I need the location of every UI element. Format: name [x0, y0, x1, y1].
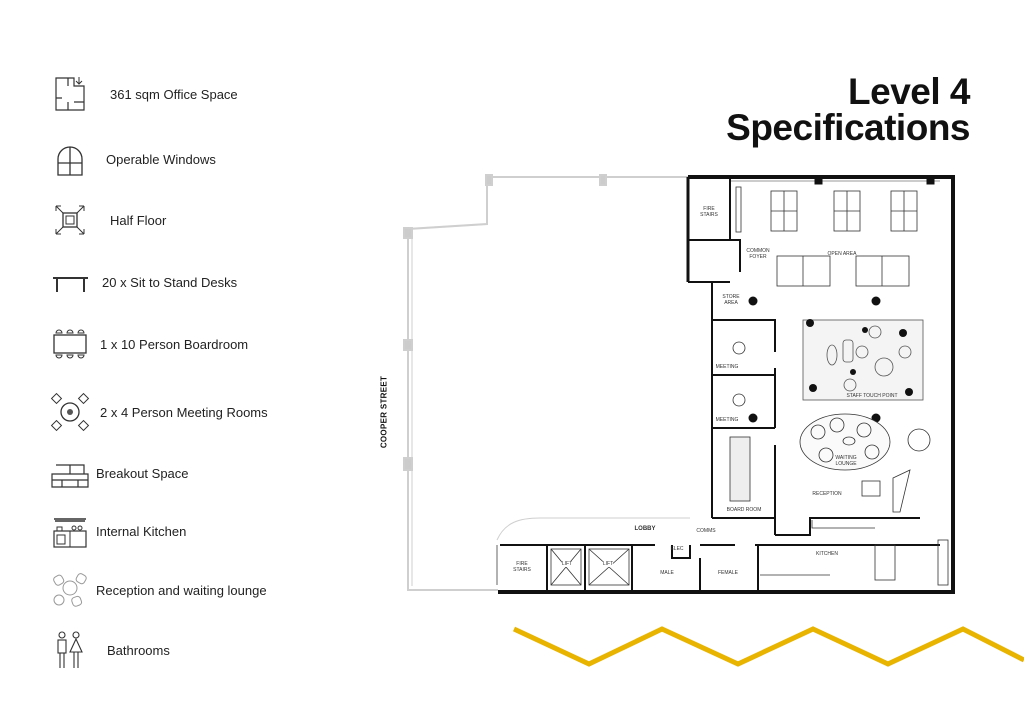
sofa-icon	[51, 464, 89, 488]
room-label-fire-stairs-bottom: FIRE STAIRS	[513, 561, 531, 573]
room-label-open-area: OPEN AREA	[827, 251, 857, 257]
legend-item-kitchen: Internal Kitchen	[48, 509, 186, 553]
room-label-kitchen: KITCHEN	[816, 551, 838, 557]
half-floor-icon	[55, 205, 85, 235]
room-label-common-foyer: COMMON FOYER	[746, 248, 770, 260]
lifts	[550, 548, 630, 586]
room-label-male: MALE	[660, 570, 674, 576]
legend-item-half-floor: Half Floor	[48, 198, 166, 242]
meeting-table-icon	[50, 392, 90, 432]
legend-label: Bathrooms	[107, 642, 170, 658]
legend-label: Breakout Space	[96, 465, 189, 481]
legend-item-windows: Operable Windows	[48, 137, 216, 181]
legend-label: 2 x 4 Person Meeting Rooms	[100, 404, 268, 420]
room-label-comms: COMMS	[696, 528, 716, 534]
room-label-board-room: BOARD ROOM	[726, 507, 762, 513]
room-label-elec: ELEC	[670, 546, 684, 552]
meeting-furniture	[729, 341, 751, 502]
room-label-lift-2: LIFT	[602, 561, 614, 567]
legend-item-meeting-rooms: 2 x 4 Person Meeting Rooms	[48, 390, 268, 434]
boardroom-table-icon	[53, 329, 87, 359]
legend-label: 1 x 10 Person Boardroom	[100, 336, 249, 352]
legend-label: Half Floor	[110, 212, 167, 228]
desk-icon	[53, 277, 88, 292]
legend-label: Reception and waiting lounge	[96, 582, 267, 598]
legend-label: 20 x Sit to Stand Desks	[102, 274, 238, 290]
room-label-meeting-1: MEETING	[715, 364, 739, 370]
interior-walls	[496, 177, 940, 592]
legend-item-reception: Reception and waiting lounge	[48, 568, 267, 612]
room-label-reception: RECEPTION	[812, 491, 842, 497]
plants	[806, 319, 913, 396]
columns	[748, 296, 881, 423]
room-label-lobby: LOBBY	[634, 526, 656, 532]
title-line-1: Level 4	[848, 71, 970, 112]
accent-zigzag	[512, 626, 1024, 667]
room-label-lift-1: LIFT	[561, 561, 573, 567]
title-line-2: Specifications	[726, 107, 970, 148]
kitchen-icon	[53, 518, 87, 548]
exterior-walls	[498, 175, 955, 594]
room-label-staff-touch-point: STAFF TOUCH POINT	[846, 393, 898, 399]
bathroom-icon	[57, 631, 83, 668]
waiting-lounge	[799, 413, 931, 513]
legend-label: 361 sqm Office Space	[110, 86, 238, 102]
kitchen-furniture	[760, 520, 949, 586]
legend-item-office-space: 361 sqm Office Space	[48, 72, 238, 116]
legend-label: Operable Windows	[106, 151, 216, 167]
room-label-waiting-lounge: WAITING LOUNGE	[835, 455, 857, 467]
legend-item-desks: 20 x Sit to Stand Desks	[48, 260, 237, 304]
floorplan-icon	[55, 77, 85, 111]
legend-item-boardroom: 1 x 10 Person Boardroom	[48, 322, 248, 366]
building-outline	[403, 174, 690, 591]
window-icon	[57, 146, 83, 176]
desks	[735, 186, 918, 287]
room-label-store-area: STORE AREA	[722, 294, 740, 306]
room-label-meeting-2: MEETING	[715, 417, 739, 423]
legend-item-breakout: Breakout Space	[48, 451, 189, 495]
room-label-fire-stairs: FIRE STAIRS	[700, 206, 718, 218]
page-title: Level 4 Specifications	[726, 71, 970, 148]
lounge-icon	[53, 573, 87, 607]
legend-label: Internal Kitchen	[96, 523, 187, 539]
legend-item-bathrooms: Bathrooms	[48, 628, 170, 672]
street-label: COOPER STREET	[379, 375, 389, 449]
room-label-female: FEMALE	[717, 570, 739, 576]
